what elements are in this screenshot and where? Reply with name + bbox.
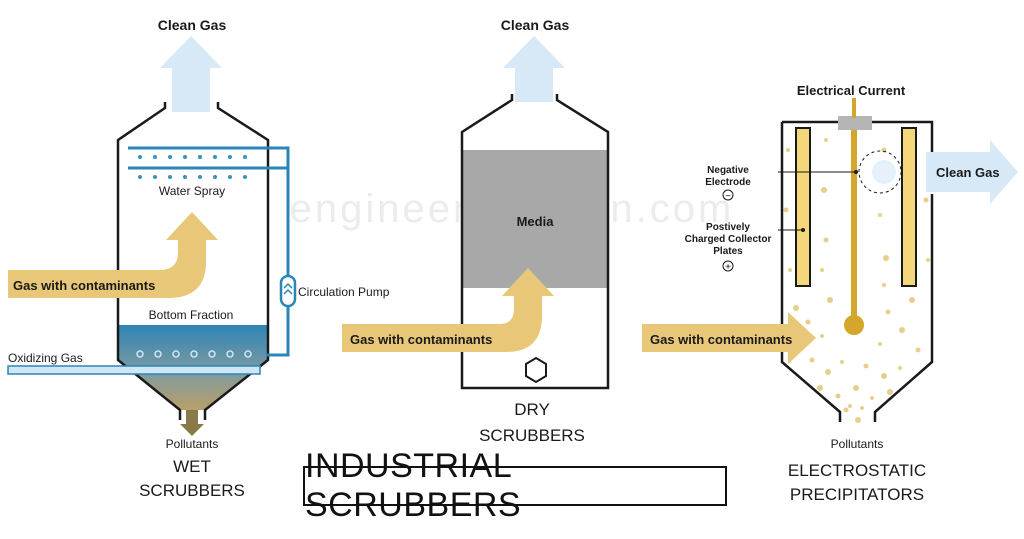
collector-plate-dot — [801, 228, 805, 232]
pos-label-1: Postively — [706, 222, 750, 233]
dashed-detail-circle — [858, 150, 902, 194]
wet-clean-gas-arrow — [160, 36, 222, 112]
wet-pollutants-label: Pollutants — [166, 437, 219, 451]
wet-clean-gas-label: Clean Gas — [158, 17, 227, 33]
neg-electrode-dot — [854, 170, 858, 174]
dry-scrubber: Clean Gas Media Gas with contaminants DR… — [342, 17, 610, 445]
pos-label-2: Charged Collector — [685, 234, 772, 245]
negative-electrode — [851, 130, 857, 320]
wet-gas-in-label: Gas with contaminants — [13, 278, 155, 293]
esp-clean-gas-arrow — [926, 140, 1018, 204]
electrode-top — [852, 98, 856, 118]
dry-hexagon-icon — [525, 356, 547, 384]
esp-name-line1: ELECTROSTATIC — [788, 461, 926, 480]
water-drops — [138, 155, 247, 179]
oxidizing-gas-label: Oxidizing Gas — [8, 351, 83, 365]
pos-sign-circle — [722, 260, 734, 272]
electrode-mount — [838, 116, 872, 130]
esp-name-line2: PRECIPITATORS — [790, 485, 924, 504]
neg-label-1: Negative — [707, 165, 749, 176]
current-label: Electrical Current — [797, 83, 906, 98]
neg-sign: − — [725, 191, 731, 202]
bottom-fraction-label: Bottom Fraction — [149, 308, 234, 322]
dry-gas-in-label: Gas with contaminants — [350, 332, 492, 347]
dry-name-line1: DRY — [514, 400, 550, 419]
wet-pollutants-arrow — [180, 410, 204, 436]
wet-gas-inlet-arrow — [8, 212, 218, 298]
pos-label-3: Plates — [713, 246, 743, 257]
wet-circulation-pipe — [128, 146, 290, 357]
collector-plate-right — [901, 127, 917, 287]
media-block — [462, 150, 608, 288]
electrostatic-precipitator: Electrical Current Negative Electrode − … — [642, 83, 1018, 504]
media-label: Media — [517, 214, 555, 229]
main-title: INDUSTRIAL SCRUBBERS — [303, 447, 727, 524]
esp-gas-in-label: Gas with contaminants — [650, 332, 792, 347]
water-spray-label: Water Spray — [159, 184, 225, 198]
wet-name-line2: SCRUBBERS — [139, 481, 245, 500]
esp-gas-inlet-arrow — [642, 312, 816, 364]
bubbles — [136, 350, 252, 358]
electrode-weight — [844, 315, 864, 335]
wet-name-line1: WET — [173, 457, 211, 476]
esp-vessel — [780, 120, 934, 422]
dry-name-line2: SCRUBBERS — [479, 426, 585, 445]
wet-vessel-right — [203, 102, 270, 420]
pump-chevrons — [283, 282, 293, 295]
dry-clean-gas-arrow — [503, 36, 565, 102]
dry-clean-gas-label: Clean Gas — [501, 17, 570, 33]
dry-vessel — [460, 94, 610, 390]
pos-sign: + — [725, 262, 731, 273]
wet-scrubber: Clean Gas Water Spray Gas with contamina… — [7, 17, 390, 500]
pump-label: Circulation Pump — [298, 285, 390, 299]
esp-clean-gas-label: Clean Gas — [936, 165, 1000, 180]
neg-label-2: Electrode — [705, 177, 751, 188]
wet-vessel-left — [116, 102, 182, 420]
collector-plate-left — [795, 127, 811, 287]
esp-pollutants-label: Pollutants — [831, 437, 884, 451]
neg-sign-circle — [722, 189, 734, 201]
oxidizing-gas-pipe — [7, 365, 261, 375]
dry-gas-inlet-arrow — [342, 268, 554, 352]
clean-gas-bubble — [872, 160, 896, 184]
dust-particles — [783, 138, 930, 423]
